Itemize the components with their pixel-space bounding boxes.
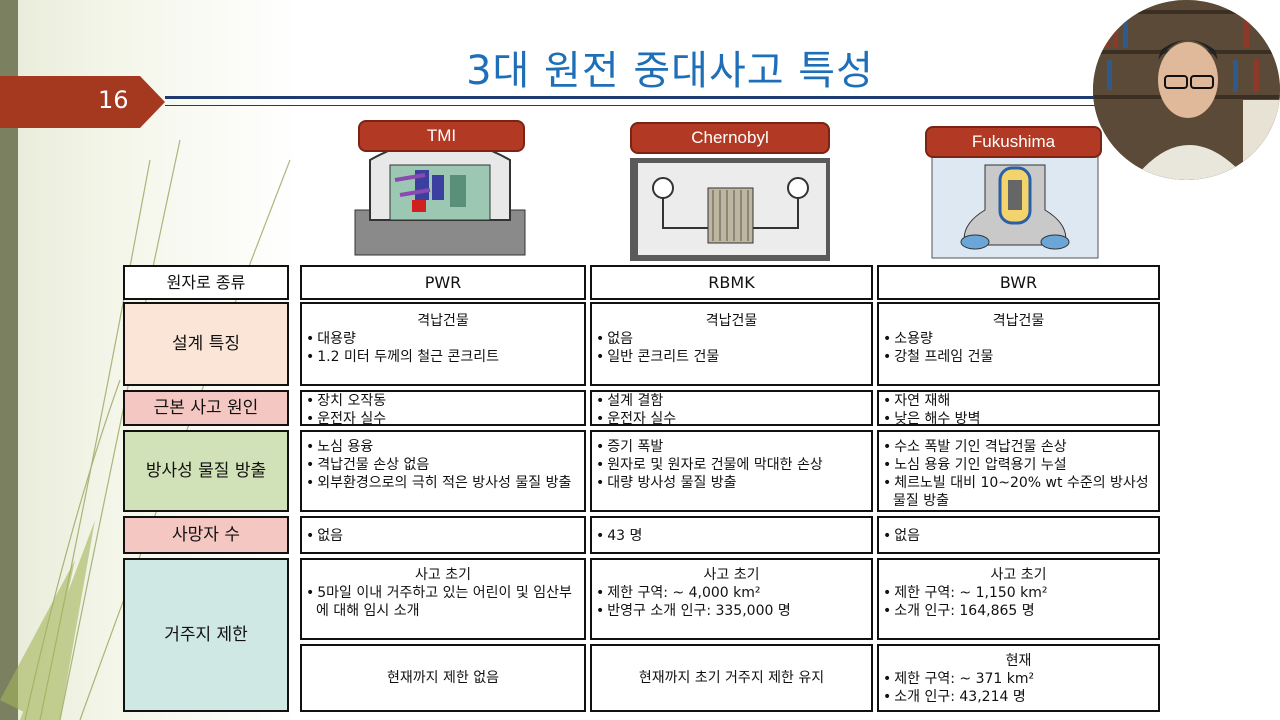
tmi-reactor-diagram: [350, 120, 530, 260]
list-item: 장치 오작동: [306, 392, 584, 410]
list-item: 자연 재해: [883, 392, 1158, 410]
cell-title: 격납건물: [992, 313, 1045, 329]
list-item: 원자로 및 원자로 건물에 막대한 손상: [596, 456, 871, 474]
list-item: 43 명: [596, 527, 871, 545]
list-item: 소용량: [883, 330, 1158, 348]
list-item: 없음: [596, 330, 871, 348]
list-item: 없음: [883, 527, 1158, 545]
list-item: 체르노빌 대비 10~20% wt 수준의 방사성 물질 방출: [883, 474, 1158, 510]
residence-current-rbmk: 현재까지 초기 거주지 제한 유지: [590, 644, 873, 712]
cause-pwr: 장치 오작동운전자 실수: [300, 390, 586, 426]
list-item: 1.2 미터 두께의 철근 콘크리트: [306, 348, 584, 366]
list-item: 운전자 실수: [306, 410, 584, 424]
page-number-badge: [0, 76, 165, 128]
slide-title: 3대 원전 중대사고 특성: [466, 48, 874, 94]
cell-title: 사고 초기: [415, 567, 471, 583]
deaths-bwr: 없음: [877, 516, 1160, 554]
fukushima-label: Fukushima: [925, 126, 1102, 158]
design-bwr: 격납건물 소용량강철 프레임 건물: [877, 302, 1160, 386]
deaths-pwr: 없음: [300, 516, 586, 554]
residence-initial-bwr: 사고 초기 제한 구역: ~ 1,150 km²소개 인구: 164,865 명: [877, 558, 1160, 640]
release-rbmk: 증기 폭발원자로 및 원자로 건물에 막대한 손상대량 방사성 물질 방출: [590, 430, 873, 512]
residence-initial-rbmk: 사고 초기 제한 구역: ~ 4,000 km²반영구 소개 인구: 335,0…: [590, 558, 873, 640]
page-number: 16: [98, 86, 129, 114]
header-bwr: BWR: [877, 265, 1160, 300]
decorative-lines: [0, 139, 291, 720]
list-item: 강철 프레임 건물: [883, 348, 1158, 366]
list-item: 소개 인구: 43,214 명: [883, 688, 1158, 706]
list-item: 일반 콘크리트 건물: [596, 348, 871, 366]
list-item: 대용량: [306, 330, 584, 348]
list-item: 5마일 이내 거주하고 있는 어린이 및 임산부에 대해 임시 소개: [306, 584, 584, 620]
release-bwr: 수소 폭발 기인 격납건물 손상노심 용융 기인 압력용기 누설체르노빌 대비 …: [877, 430, 1160, 512]
list-item: 제한 구역: ~ 1,150 km²: [883, 584, 1158, 602]
cell-title: 격납건물: [705, 313, 758, 329]
list-item: 설계 결함: [596, 392, 871, 410]
tmi-label: TMI: [358, 120, 525, 152]
row-label-deaths: 사망자 수: [123, 516, 289, 554]
header-pwr: PWR: [300, 265, 586, 300]
residence-initial-pwr: 사고 초기 5마일 이내 거주하고 있는 어린이 및 임산부에 대해 임시 소개: [300, 558, 586, 640]
fukushima-reactor-diagram: [930, 150, 1100, 260]
cell-title: 사고 초기: [703, 567, 760, 583]
cause-bwr: 자연 재해낮은 해수 방벽: [877, 390, 1160, 426]
slide-left-strip: [0, 0, 18, 720]
deaths-rbmk: 43 명: [590, 516, 873, 554]
cell-title: 사고 초기: [990, 567, 1047, 583]
chernobyl-reactor-diagram: [628, 148, 833, 263]
list-item: 반영구 소개 인구: 335,000 명: [596, 602, 871, 620]
row-label-cause: 근본 사고 원인: [123, 390, 289, 426]
list-item: 운전자 실수: [596, 410, 871, 424]
row-label-release: 방사성 물질 방출: [123, 430, 289, 512]
header-rbmk: RBMK: [590, 265, 873, 300]
design-rbmk: 격납건물 없음일반 콘크리트 건물: [590, 302, 873, 386]
cell-title: 격납건물: [417, 313, 469, 329]
list-item: 소개 인구: 164,865 명: [883, 602, 1158, 620]
presenter-webcam: [1093, 0, 1280, 180]
title-underline: [165, 96, 1125, 106]
list-item: 수소 폭발 기인 격납건물 손상: [883, 438, 1158, 456]
list-item: 노심 용융 기인 압력용기 누설: [883, 456, 1158, 474]
list-item: 제한 구역: ~ 4,000 km²: [596, 584, 871, 602]
cause-rbmk: 설계 결함운전자 실수: [590, 390, 873, 426]
row-label-residence: 거주지 제한: [123, 558, 289, 712]
list-item: 없음: [306, 527, 584, 545]
list-item: 격납건물 손상 없음: [306, 456, 584, 474]
design-pwr: 격납건물 대용량1.2 미터 두께의 철근 콘크리트: [300, 302, 586, 386]
cell-title: 현재: [1005, 653, 1032, 669]
list-item: 외부환경으로의 극히 적은 방사성 물질 방출: [306, 474, 584, 492]
row-label-design: 설계 특징: [123, 302, 289, 386]
release-pwr: 노심 용융격납건물 손상 없음외부환경으로의 극히 적은 방사성 물질 방출: [300, 430, 586, 512]
list-item: 제한 구역: ~ 371 km²: [883, 670, 1158, 688]
chernobyl-label: Chernobyl: [630, 122, 830, 154]
list-item: 증기 폭발: [596, 438, 871, 456]
list-item: 낮은 해수 방벽: [883, 410, 1158, 424]
residence-current-bwr: 현재 제한 구역: ~ 371 km²소개 인구: 43,214 명: [877, 644, 1160, 712]
residence-current-pwr: 현재까지 제한 없음: [300, 644, 586, 712]
list-item: 노심 용융: [306, 438, 584, 456]
header-reactor-type: 원자로 종류: [123, 265, 289, 300]
list-item: 대량 방사성 물질 방출: [596, 474, 871, 492]
